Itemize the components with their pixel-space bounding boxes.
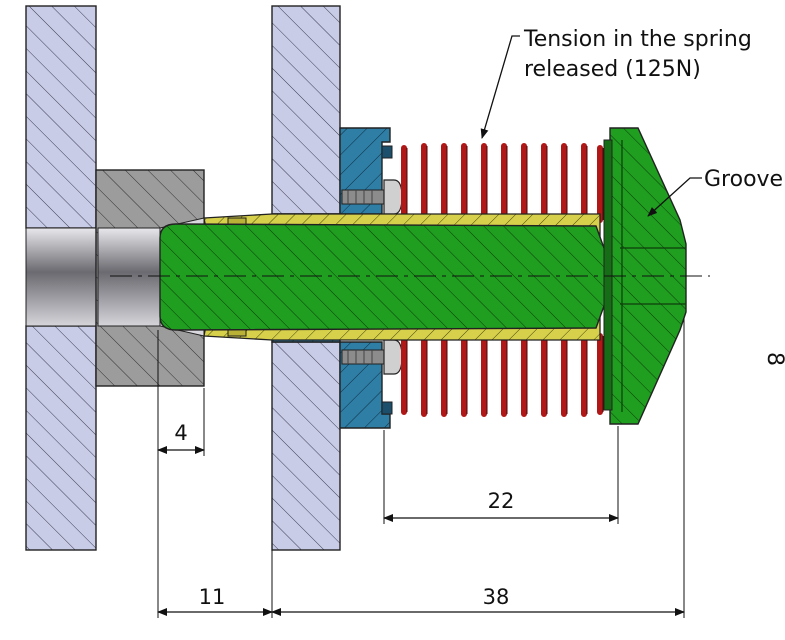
edge-mark: 8	[762, 352, 785, 366]
plate-bore	[25, 227, 99, 327]
groove-callout: Groove	[647, 167, 783, 217]
dimension-22: 22	[383, 489, 619, 522]
dimension-38: 38	[271, 585, 685, 616]
extension-lines	[157, 318, 685, 618]
dimension-4-value: 4	[174, 421, 187, 445]
compression-spring	[401, 143, 604, 417]
groove	[620, 247, 686, 305]
middle-plate	[271, 5, 341, 551]
screw-bottom	[341, 339, 403, 375]
dimension-4: 4	[157, 421, 205, 454]
spring-seat	[603, 139, 613, 411]
spring-tension-label-line1: Tension in the spring	[523, 27, 752, 52]
dimension-22-value: 22	[488, 489, 515, 513]
dimension-11: 11	[157, 585, 273, 616]
spring-tension-callout: Tension in the spring released (125N)	[480, 27, 752, 139]
left-plate	[25, 5, 99, 551]
spring-tension-label-line2: released (125N)	[524, 57, 701, 82]
groove-label: Groove	[704, 167, 783, 192]
dimension-38-value: 38	[483, 585, 510, 609]
dimension-11-value: 11	[199, 585, 226, 609]
screw-top	[341, 179, 403, 215]
